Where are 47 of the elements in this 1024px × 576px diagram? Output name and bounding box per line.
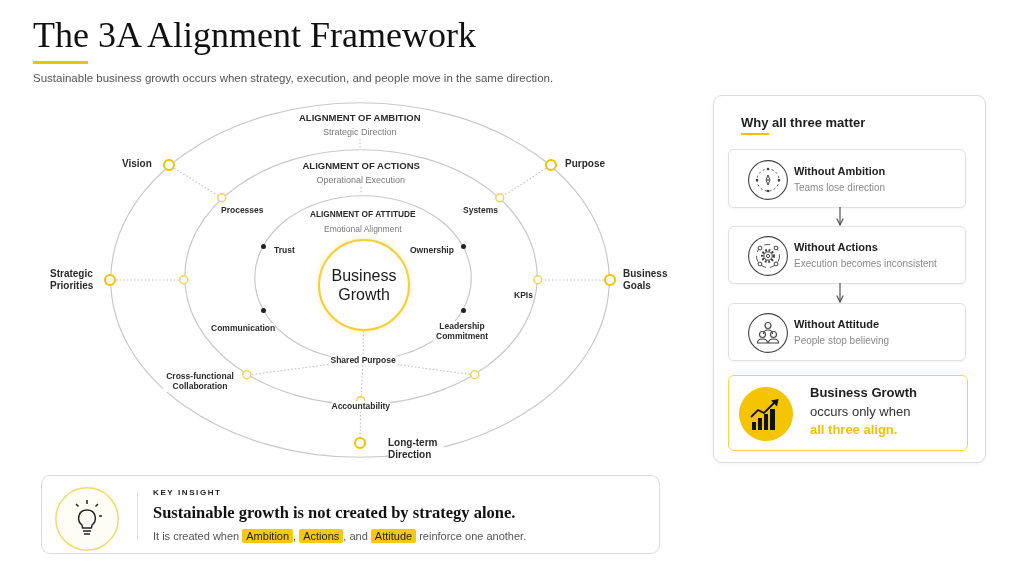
ring-title: ALIGNMENT OF ATTITUDE xyxy=(310,210,416,220)
ring-title: ALIGNMENT OF ACTIONS xyxy=(302,160,420,172)
side-panel xyxy=(713,95,986,463)
dotted-line xyxy=(362,330,364,356)
point-label: Systems xyxy=(463,205,498,216)
point-label: Accountability xyxy=(331,401,391,412)
card-text: Execution becomes inconsistent xyxy=(794,258,937,270)
card-title: Without Actions xyxy=(794,241,878,254)
point-label: Leadership Commitment xyxy=(433,321,491,342)
insight-panel xyxy=(41,475,660,554)
card-title: Without Attitude xyxy=(794,318,880,331)
point-label: Purpose xyxy=(565,158,605,171)
dotted-line xyxy=(360,364,364,397)
dotted-line xyxy=(173,167,219,196)
dotted-line xyxy=(251,363,332,375)
point-label: KPIs xyxy=(514,290,533,301)
insight-text: It is created when Ambition, Actions, and Attitude reinforce one another. xyxy=(153,528,527,544)
ring-subtitle: Operational Execution xyxy=(316,175,406,186)
point-label: Shared Purpose xyxy=(330,355,396,366)
dotted-line xyxy=(503,167,547,196)
insight-headline: Sustainable growth is not created by strategy alone. xyxy=(153,503,516,523)
dotted-line xyxy=(395,363,471,375)
ring-subtitle: Emotional Alignment xyxy=(324,224,402,235)
arrow xyxy=(836,282,844,303)
card-title: Without Ambition xyxy=(794,164,886,178)
point-label: Trust xyxy=(274,245,295,256)
point-label: Cross-functional Collaboration xyxy=(163,371,237,392)
point-label: Ownership xyxy=(410,245,454,256)
page-subtitle: Sustainable business growth occurs when strategy, execution, and people move in the same direction. xyxy=(33,71,554,85)
info-card xyxy=(728,149,966,208)
card-title: Business Growth xyxy=(810,385,917,401)
dotted-line xyxy=(359,410,362,438)
info-card xyxy=(728,303,966,361)
point-label: Communication xyxy=(211,323,276,334)
page-title: The 3A Alignment Framework xyxy=(33,15,476,55)
info-card xyxy=(728,226,966,284)
card-text: Teams lose direction xyxy=(794,181,886,194)
card-text: occurs only when all three align. xyxy=(810,403,912,439)
hub-circle: Business Growth xyxy=(318,239,410,331)
arrow xyxy=(836,206,844,226)
card-text: People stop believing xyxy=(794,335,890,347)
summary-card xyxy=(728,375,968,451)
ring-title: ALIGNMENT OF AMBITION xyxy=(299,112,421,124)
point-label: Processes xyxy=(221,205,264,216)
panel-heading: Why all three matter xyxy=(741,115,866,131)
eyebrow-label: KEY INSIGHT xyxy=(153,488,222,498)
ring-subtitle: Strategic Direction xyxy=(323,127,397,138)
